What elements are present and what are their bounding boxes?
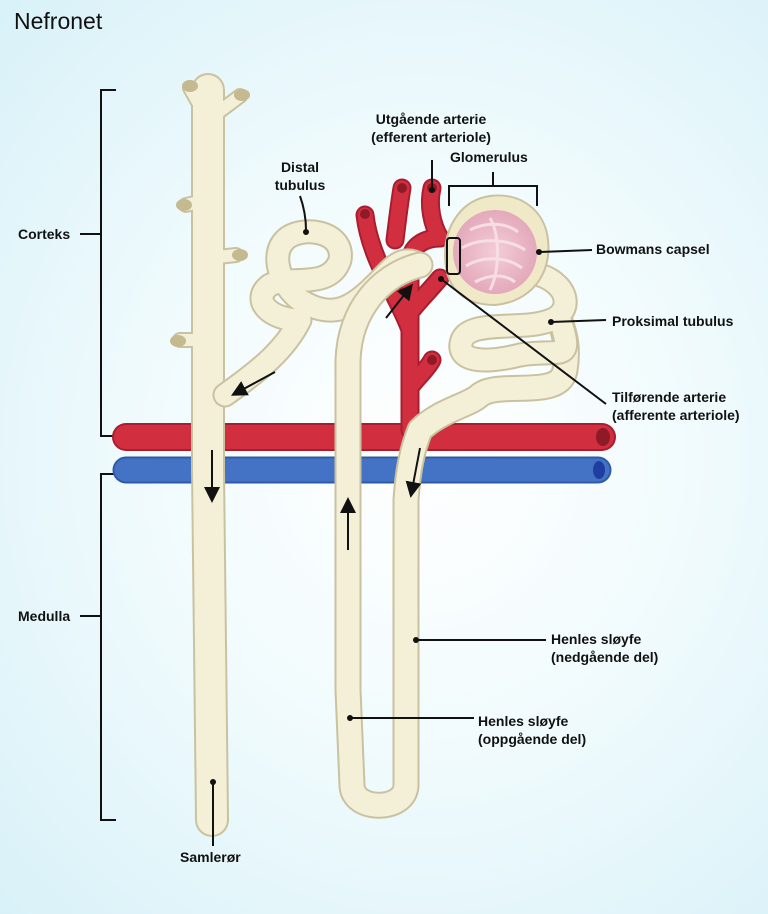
label-efferent-line2: (efferent arteriole) — [371, 129, 491, 145]
label-distal-line2: tubulus — [274, 177, 326, 193]
label-samleror: Samlerør — [180, 849, 241, 865]
label-corteks: Corteks — [18, 226, 71, 242]
page-title: Nefronet — [14, 8, 103, 34]
label-afferent: Tilførende arterie (afferente arteriole) — [612, 388, 740, 424]
collecting-duct — [170, 73, 250, 837]
flow-arrows — [204, 283, 422, 550]
corteks-bracket — [80, 89, 116, 437]
medulla-bracket — [80, 473, 116, 821]
label-henle-up: Henles sløyfe (oppgående del) — [478, 712, 586, 748]
label-henle-up-line1: Henles sløyfe — [478, 713, 569, 729]
proximal-tubule — [448, 262, 579, 373]
label-medulla: Medulla — [18, 608, 71, 624]
leader-dots — [210, 187, 554, 785]
leader-lines — [212, 160, 607, 846]
label-proksimal-tubulus: Proksimal tubulus — [612, 313, 734, 329]
label-afferent-line2: (afferente arteriole) — [612, 407, 740, 423]
label-efferent: Utgående arterie (efferent arteriole) — [346, 110, 516, 146]
flow-arrow-thick-ascending — [385, 283, 413, 319]
glomerulus-capillaries — [461, 217, 526, 291]
bowmans-capsule — [443, 194, 550, 307]
label-henle-down-line2: (nedgående del) — [551, 649, 659, 665]
label-distal-tubulus: Distal tubulus — [268, 158, 332, 194]
label-efferent-line1: Utgående arterie — [375, 111, 487, 127]
label-distal-line1: Distal — [280, 159, 320, 175]
label-bowmans-capsel: Bowmans capsel — [596, 241, 710, 257]
flow-arrow-descending — [405, 447, 422, 498]
label-henle-up-line2: (oppgående del) — [478, 731, 587, 747]
label-henle-down: Henles sløyfe (nedgående del) — [551, 630, 658, 666]
label-glomerulus: Glomerulus — [450, 149, 528, 165]
label-henle-down-line1: Henles sløyfe — [551, 631, 642, 647]
flow-arrow-distal — [230, 371, 276, 396]
label-afferent-line1: Tilførende arterie — [612, 389, 727, 405]
loop-of-henle — [334, 251, 580, 819]
